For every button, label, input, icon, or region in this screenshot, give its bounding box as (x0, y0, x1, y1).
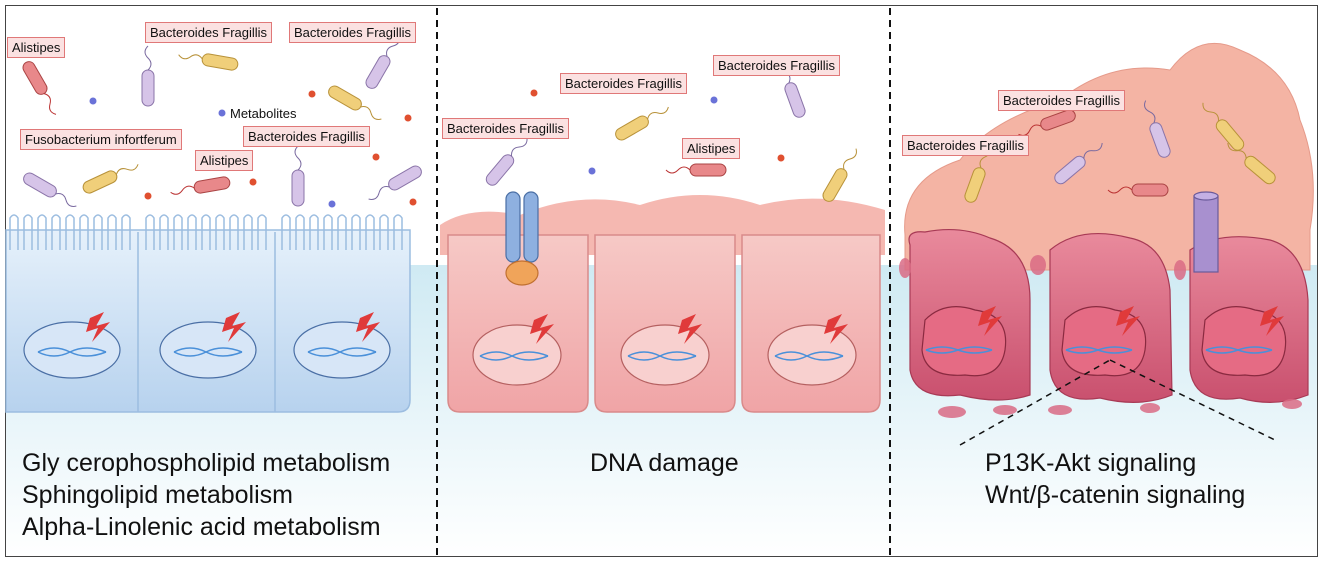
tumor-tissue (899, 42, 1314, 446)
label-bacteroides-fragillis: Bacteroides Fragillis (243, 126, 371, 147)
bacteria-panel1 (22, 35, 422, 208)
label-bacteroides-fragillis: Bacteroides Fragillis (442, 118, 570, 139)
label-bacteroides-fragillis: Bacteroides Fragillis (289, 22, 417, 43)
label-metabolites: Metabolites (230, 106, 297, 121)
lightning-icon (86, 312, 380, 342)
caption-alpha-linolenic: Alpha-Linolenic acid metabolism (22, 513, 381, 541)
caption-dna-damage: DNA damage (590, 449, 739, 477)
caption-wnt-catenin: Wnt/β-catenin signaling (985, 481, 1246, 509)
caption-pi3k-akt: P13K-Akt signaling (985, 449, 1197, 477)
lightning-icon (530, 314, 848, 344)
bacteria-panel2 (485, 60, 857, 202)
label-bacteroides-fragillis: Bacteroides Fragillis (560, 73, 688, 94)
label-fusobacterium: Fusobacterium infortferum (20, 129, 182, 150)
lightning-icon (978, 306, 1284, 336)
receptor (505, 191, 539, 286)
label-alistipes: Alistipes (195, 150, 254, 171)
caption-sphingolipid: Sphingolipid metabolism (22, 481, 293, 509)
nucleus-group (23, 312, 391, 379)
inflamed-epithelium (440, 191, 885, 413)
label-bacteroides-fragillis: Bacteroides Fragillis (713, 55, 841, 76)
healthy-epithelium (5, 214, 411, 413)
caption-glycerophospholipid: Gly cerophospholipid metabolism (22, 449, 391, 477)
label-alistipes: Alistipes (7, 37, 66, 58)
label-bacteroides-fragillis: Bacteroides Fragillis (998, 90, 1126, 111)
label-bacteroides-fragillis: Bacteroides Fragillis (902, 135, 1030, 156)
cylinder-receptor (1193, 191, 1219, 273)
bacteria-panel3 (964, 100, 1276, 203)
label-bacteroides-fragillis: Bacteroides Fragillis (145, 22, 273, 43)
label-alistipes: Alistipes (682, 138, 741, 159)
